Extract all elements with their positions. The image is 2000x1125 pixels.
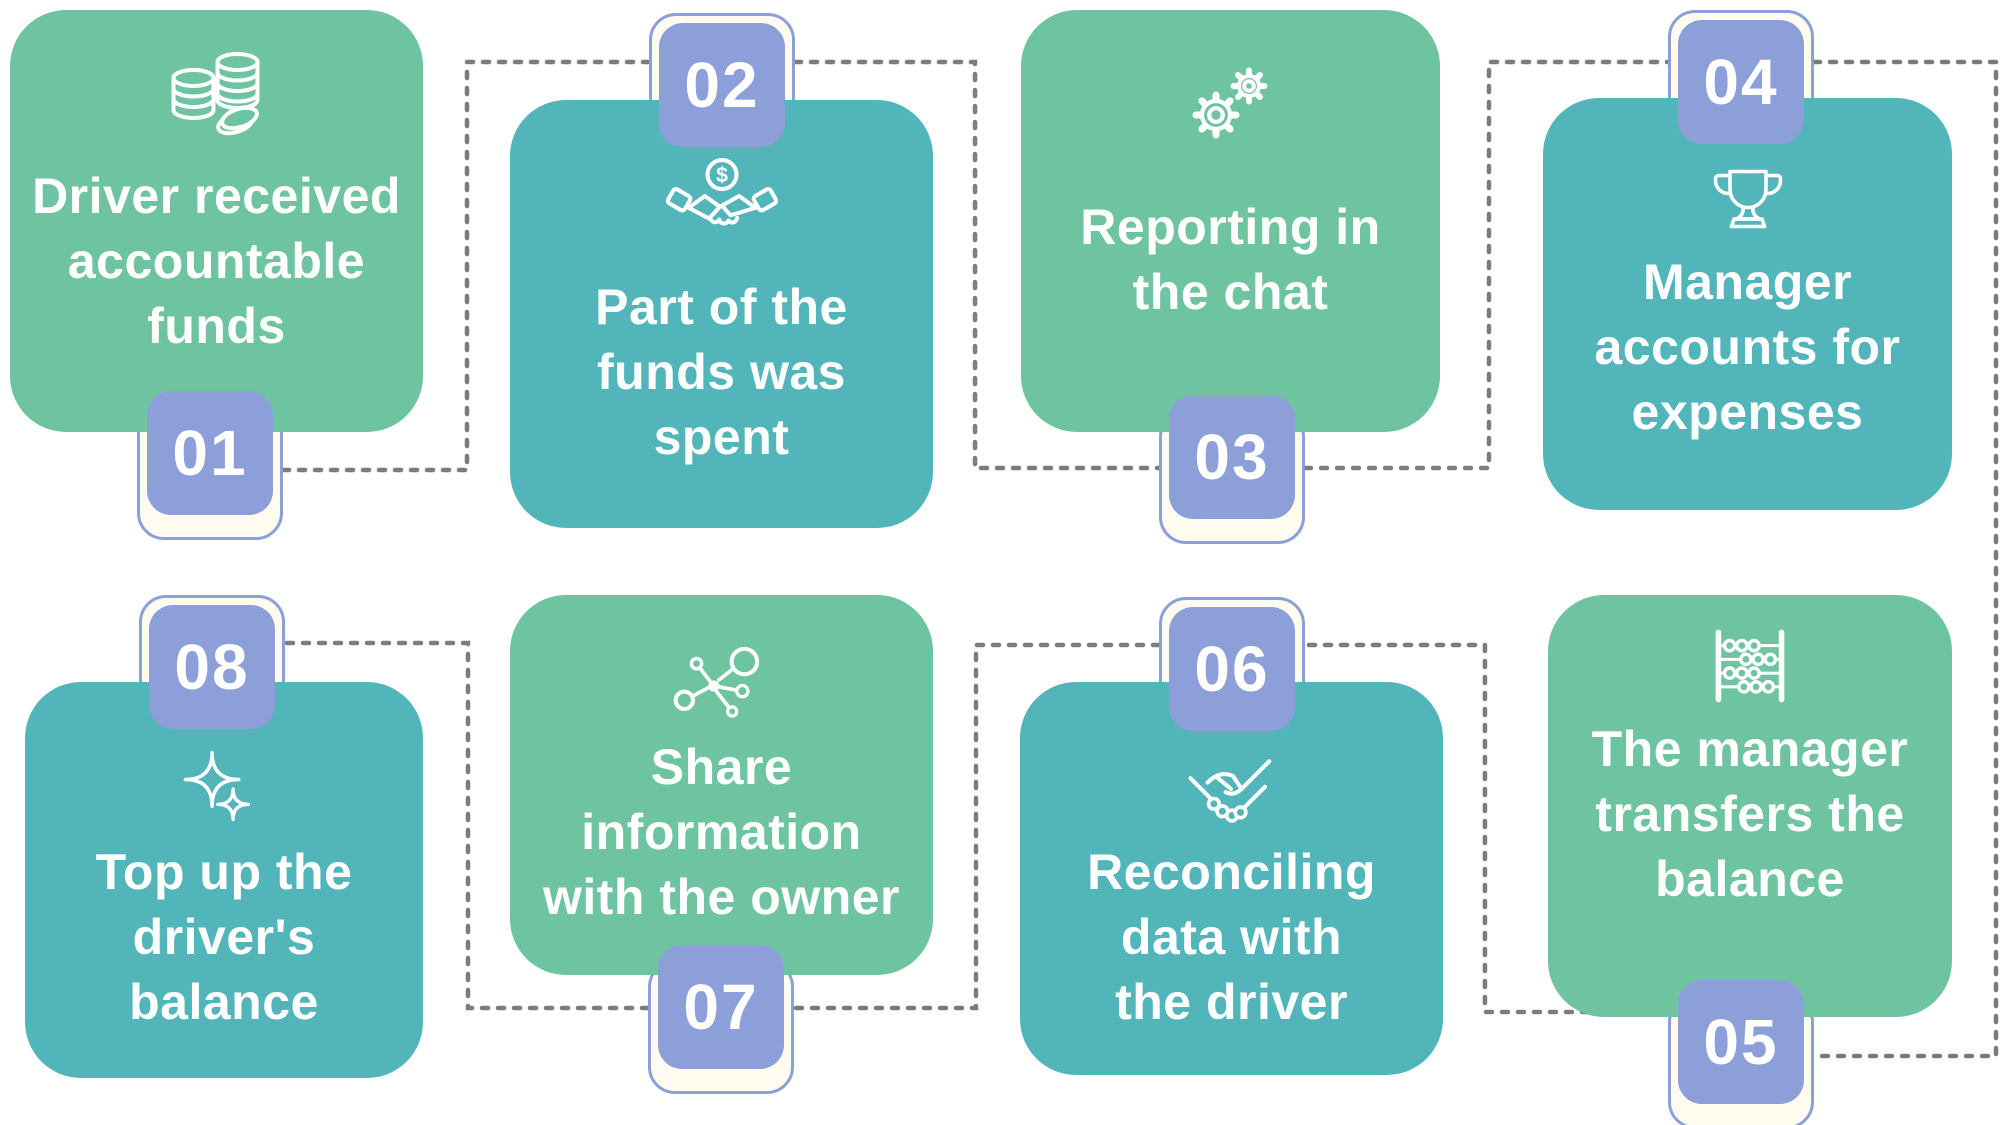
step-text-line: accounts for	[1594, 319, 1901, 375]
step-badge-06: 06	[1169, 607, 1295, 731]
step-text-line: transfers the	[1595, 786, 1905, 842]
connector-05-06	[1302, 642, 1671, 1015]
step-text-04: Manager accounts for expenses	[1586, 250, 1908, 445]
abacus-icon	[1694, 617, 1806, 717]
step-text-line: the driver	[1115, 974, 1348, 1030]
connector-03-04	[1302, 59, 1671, 471]
step-text-line: the chat	[1132, 264, 1329, 320]
step-badge-03: 03	[1169, 395, 1295, 519]
connector-01-02	[280, 59, 652, 473]
step-text-line: Driver received	[32, 168, 401, 224]
step-text-line: Top up the	[95, 844, 353, 900]
step-text-05: The manager transfers the balance	[1584, 717, 1917, 912]
step-card-02: $ Part of the funds was spent	[510, 100, 933, 528]
step-text-02: Part of the funds was spent	[587, 275, 856, 470]
step-card-03: Reporting in the chat	[1021, 10, 1440, 432]
step-text-line: data with	[1120, 909, 1343, 965]
step-text-line: accountable	[67, 233, 366, 289]
step-badge-05: 05	[1678, 980, 1804, 1104]
step-badge-04: 04	[1678, 20, 1804, 144]
share-network-icon	[666, 635, 778, 735]
step-card-01: Driver received accountable funds	[10, 10, 423, 432]
step-text-08: Top up the driver's balance	[88, 840, 361, 1035]
step-card-08: Top up the driver's balance	[25, 682, 423, 1078]
step-badge-07: 07	[658, 945, 784, 1069]
sparkle-icon	[172, 740, 277, 840]
step-card-07: Share information with the owner	[510, 595, 933, 975]
handshake-dollar-icon: $	[663, 152, 781, 255]
svg-text:$: $	[716, 163, 728, 187]
step-text-line: Part of the	[595, 279, 848, 335]
step-text-line: Reconciling	[1087, 844, 1376, 900]
connector-04-05	[1811, 59, 1999, 1059]
step-text-line: information	[581, 804, 862, 860]
step-text-line: spent	[653, 409, 790, 465]
step-text-line: Share	[650, 739, 793, 795]
trophy-icon	[1693, 150, 1803, 245]
step-text-line: funds	[147, 298, 286, 354]
step-text-line: balance	[129, 974, 319, 1030]
step-card-05: The manager transfers the balance	[1548, 595, 1952, 1017]
step-text-line: The manager	[1591, 721, 1909, 777]
step-text-07: Share information with the owner	[535, 735, 908, 930]
step-text-03: Reporting in the chat	[1072, 195, 1388, 325]
step-badge-01: 01	[147, 391, 273, 515]
step-text-line: driver's	[132, 909, 316, 965]
step-card-04: Manager accounts for expenses	[1543, 98, 1952, 510]
step-text-06: Reconciling data with the driver	[1079, 840, 1384, 1035]
step-text-line: funds was	[597, 344, 846, 400]
step-text-line: balance	[1655, 851, 1845, 907]
step-card-06: Reconciling data with the driver	[1020, 682, 1443, 1075]
step-text-line: with the owner	[543, 869, 900, 925]
step-badge-08: 08	[149, 605, 275, 729]
handshake-icon	[1173, 740, 1291, 840]
step-text-01: Driver received accountable funds	[24, 164, 409, 359]
step-text-line: expenses	[1631, 384, 1864, 440]
step-text-line: Reporting in	[1080, 199, 1381, 255]
gears-icon	[1176, 55, 1286, 147]
coins-icon	[159, 46, 274, 146]
connector-02-03	[792, 59, 1162, 471]
step-text-line: Manager	[1642, 254, 1853, 310]
step-badge-02: 02	[659, 23, 785, 147]
